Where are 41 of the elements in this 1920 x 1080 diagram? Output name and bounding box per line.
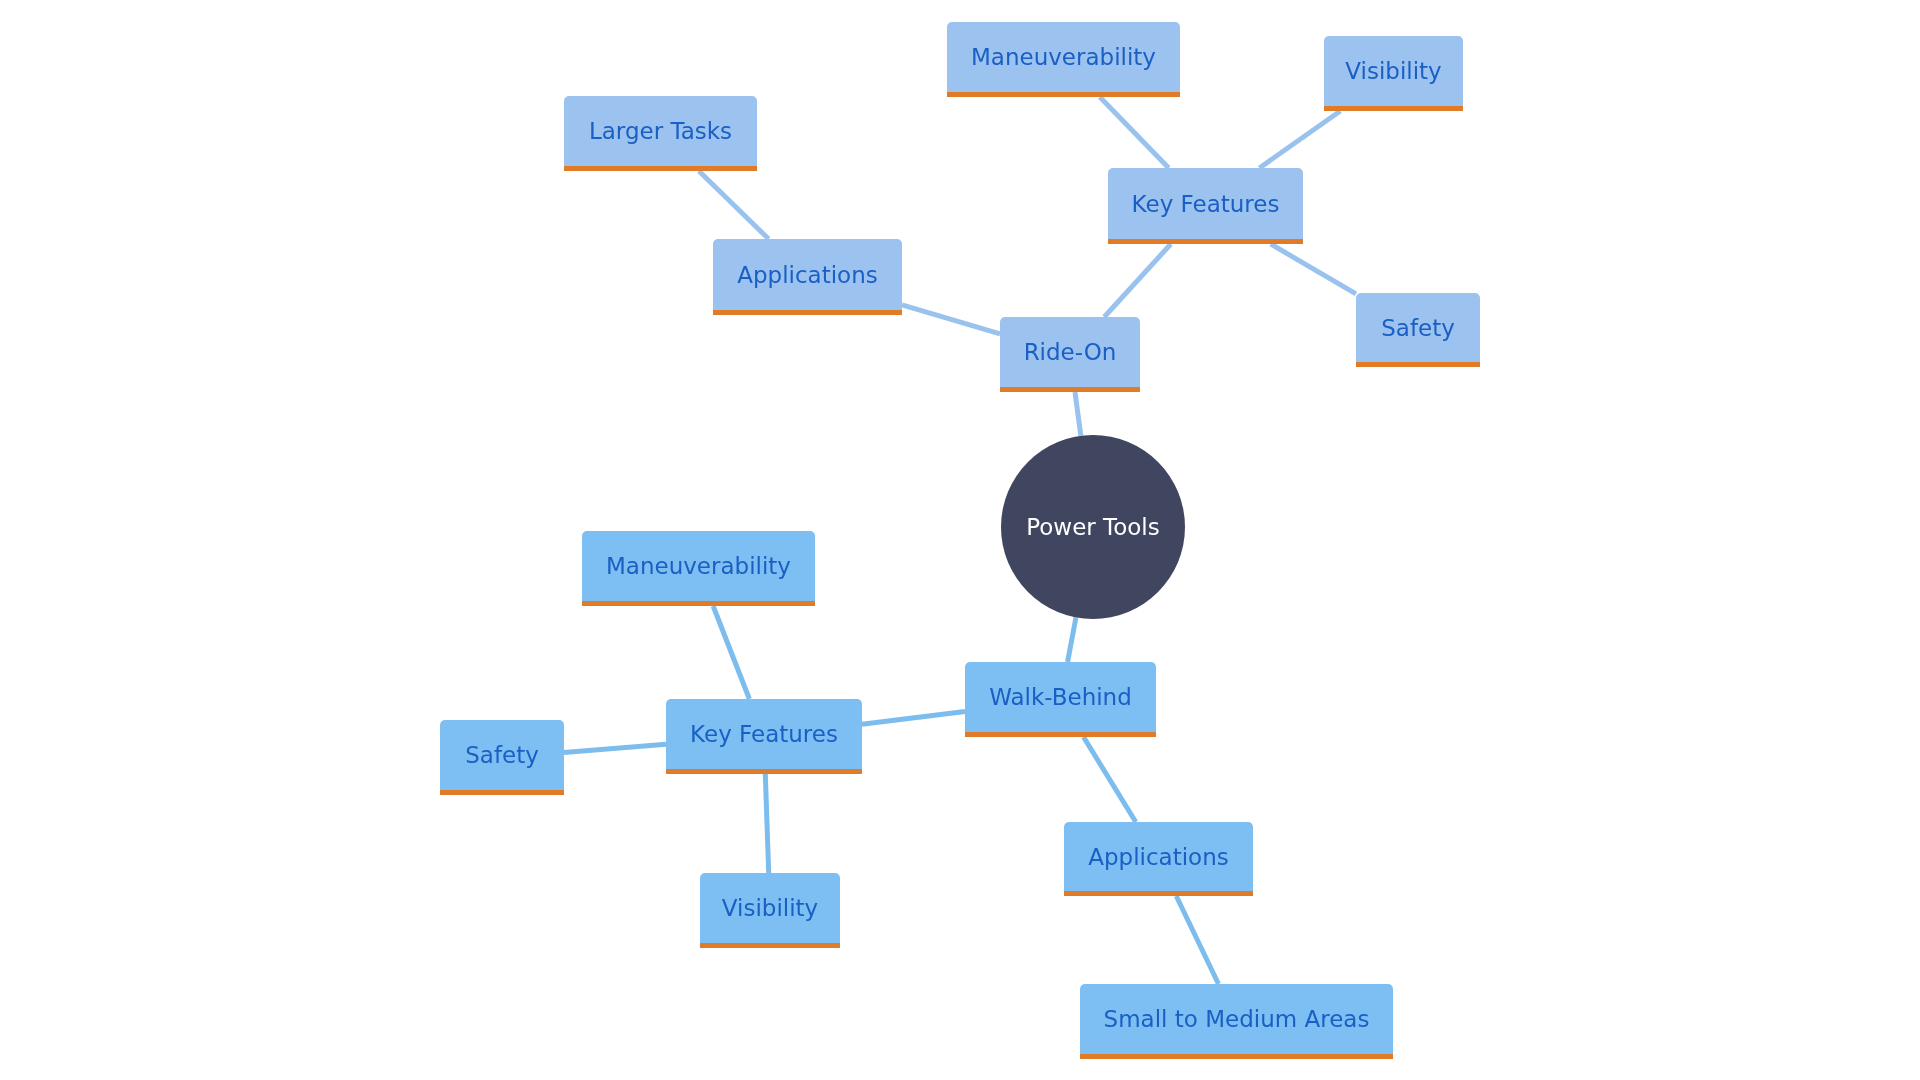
- topic-box: [965, 662, 1156, 737]
- connector-line: [563, 741, 667, 756]
- connector-line: [697, 169, 771, 241]
- topic-box: [1080, 984, 1393, 1059]
- topic-box: [1324, 36, 1463, 111]
- connector-line: [901, 302, 1001, 337]
- node-label: Larger Tasks: [588, 118, 733, 144]
- node-label: Ride-On: [1023, 339, 1117, 365]
- node-label: Applications: [737, 261, 878, 288]
- connector-line: [1102, 242, 1173, 319]
- node-label: Key Features: [690, 721, 838, 747]
- node-label: Maneuverability: [606, 553, 791, 579]
- node-label: Walk-Behind: [989, 684, 1132, 710]
- topic-box: [440, 720, 564, 795]
- connector-line: [710, 605, 752, 700]
- node-label: Applications: [1088, 843, 1229, 870]
- topic-box: [1356, 293, 1480, 367]
- connector-line: [861, 708, 966, 727]
- node-label: Safety: [465, 742, 539, 768]
- topic-box: [713, 239, 902, 315]
- topic-box: [666, 699, 862, 774]
- connector-line: [1174, 894, 1221, 986]
- node-label: Small to Medium Areas: [1103, 1006, 1370, 1032]
- node-label: Power Tools: [1026, 514, 1160, 540]
- connector-line: [1072, 391, 1084, 437]
- node-label: Key Features: [1131, 190, 1280, 217]
- topic-box: [1108, 168, 1303, 244]
- connector-line: [1081, 735, 1138, 824]
- node-label: Safety: [1381, 314, 1455, 341]
- node-label: Maneuverability: [971, 44, 1156, 70]
- topic-box: [1064, 822, 1253, 896]
- connector-line: [1098, 95, 1171, 170]
- topic-box: [564, 96, 757, 171]
- topic-box: [582, 531, 815, 606]
- topic-box: [947, 22, 1180, 97]
- node-label: Visibility: [1345, 58, 1442, 84]
- connector-line: [762, 773, 772, 874]
- node-label: Visibility: [721, 895, 819, 921]
- topic-box: [700, 873, 840, 948]
- topic-box: [1000, 317, 1140, 392]
- connector-line: [1065, 616, 1079, 663]
